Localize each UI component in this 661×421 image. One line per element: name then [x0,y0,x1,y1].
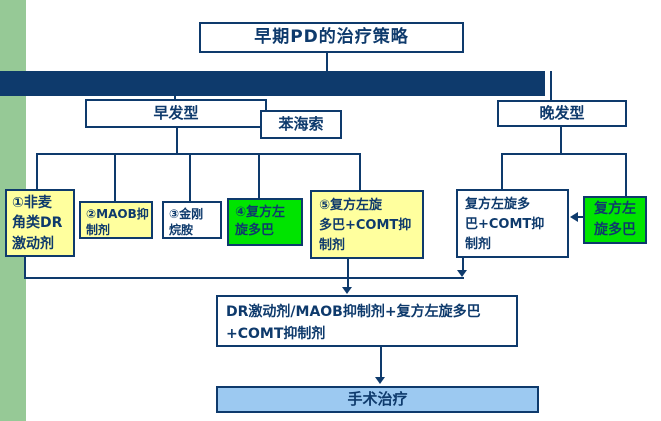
connector-late-horizontal [501,153,627,155]
connector-opt5-down [347,259,349,288]
arrowhead-down-icon [457,270,467,277]
connector-band-to-early [174,95,176,101]
node-early-onset: 早发型 [85,99,267,128]
connector-drop-opt2 [114,153,116,202]
connector-opt1-down [24,257,26,279]
node-surgery: 手术治疗 [216,386,539,413]
arrowhead-down-icon [375,377,385,384]
connector-late-down [560,127,562,155]
connector-drop-late-opt2 [625,153,627,197]
connector-combo-down [380,347,382,378]
connector-early-horizontal [36,153,361,155]
arrowhead-down-icon [342,287,352,294]
surgery-label: 手术治疗 [347,390,408,409]
node-late-onset: 晚发型 [497,100,627,127]
node-amantadine: ③金刚 烷胺 [162,201,222,239]
connector-title-to-band [326,53,328,72]
divider-band [0,71,545,96]
title-text: 早期PD的治疗策略 [254,27,409,48]
connector-drop-late-opt1 [501,153,503,190]
node-compound-levodopa: ④复方左 旋多巴 [227,198,303,246]
connector-early-down [176,128,178,155]
connector-band-to-late [550,71,552,101]
connector-bottom-horizontal [24,277,464,279]
connector-drop-opt1 [36,153,38,190]
benzhexol-label: 苯海索 [278,115,324,134]
node-late-levodopa: 复方左 旋多巴 [583,196,647,244]
node-combination-therapy: DR激动剂/MAOB抑制剂+复方左旋多巴 +COMT抑制剂 [216,295,518,347]
node-benzhexol: 苯海索 [260,110,342,139]
node-late-levodopa-comt: 复方左旋多 巴+COMT抑 制剂 [456,189,569,258]
connector-lateopt1-down [462,258,464,271]
node-maob-inhibitor: ②MAOB抑 制剂 [79,201,153,239]
title-box: 早期PD的治疗策略 [199,22,464,53]
connector-drop-opt3 [189,153,191,202]
connector-drop-opt5 [359,153,361,191]
connector-green-to-white [578,216,584,218]
arrowhead-left-icon [570,212,578,222]
node-dr-agonist: ①非麦 角类DR 激动剂 [5,189,75,257]
early-onset-label: 早发型 [153,104,199,123]
late-onset-label: 晚发型 [539,104,585,123]
connector-drop-opt4 [258,153,260,199]
node-levodopa-comt: ⑤复方左旋 多巴+COMT抑 制剂 [310,190,424,259]
